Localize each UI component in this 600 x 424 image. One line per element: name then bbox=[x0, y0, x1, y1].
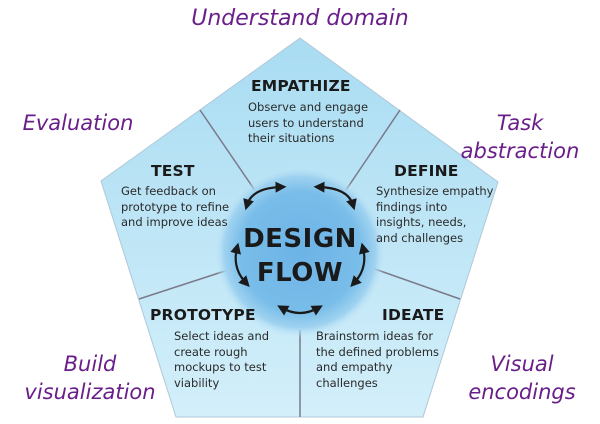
stage-description: Brainstorm ideas for the defined problem… bbox=[316, 329, 440, 390]
divider-define-ideate bbox=[371, 267, 461, 300]
center-title: DESIGN FLOW bbox=[220, 222, 380, 290]
stage-title: PROTOTYPE bbox=[150, 306, 256, 324]
cycle-arrow-top-left bbox=[243, 181, 287, 211]
stage-test: TEST Get feedback on prototype to refine… bbox=[121, 162, 251, 231]
label-visual-encodings: Visual encodings bbox=[468, 352, 576, 404]
label-evaluation: Evaluation bbox=[22, 111, 134, 135]
label-build-visualization: Build visualization bbox=[24, 352, 156, 404]
stage-description: Select ideas and create rough mockups to… bbox=[174, 329, 270, 390]
stage-description: Get feedback on prototype to refine and … bbox=[121, 184, 230, 229]
cycle-arrow-right bbox=[350, 242, 370, 288]
divider-empathize-define bbox=[345, 109, 401, 191]
stage-title: TEST bbox=[151, 162, 195, 180]
stage-description: Observe and engage users to understand t… bbox=[248, 100, 369, 145]
stage-prototype: PROTOTYPE Select ideas and create rough … bbox=[150, 306, 280, 391]
stage-ideate: IDEATE Brainstorm ideas for the defined … bbox=[316, 306, 446, 391]
cycle-arrow-top-right bbox=[313, 181, 357, 211]
center-title-line2: FLOW bbox=[256, 258, 344, 288]
stage-title: IDEATE bbox=[382, 306, 445, 324]
stage-title: DEFINE bbox=[394, 162, 459, 180]
divider-prototype-test bbox=[138, 269, 229, 300]
cycle-arrow-bottom bbox=[277, 305, 323, 316]
center-title-line1: DESIGN bbox=[243, 224, 357, 254]
stage-empathize: EMPATHIZE Observe and engage users to un… bbox=[248, 77, 378, 147]
label-understand-domain: Understand domain bbox=[191, 6, 409, 31]
label-task-abstraction: Task abstraction bbox=[460, 111, 580, 163]
cycle-arrow-left bbox=[230, 242, 250, 288]
stage-define: DEFINE Synthesize empathy findings into … bbox=[376, 162, 501, 246]
stage-description: Synthesize empathy findings into insight… bbox=[376, 184, 494, 245]
divider-empathize-test bbox=[199, 109, 257, 193]
stage-title: EMPATHIZE bbox=[251, 77, 351, 95]
